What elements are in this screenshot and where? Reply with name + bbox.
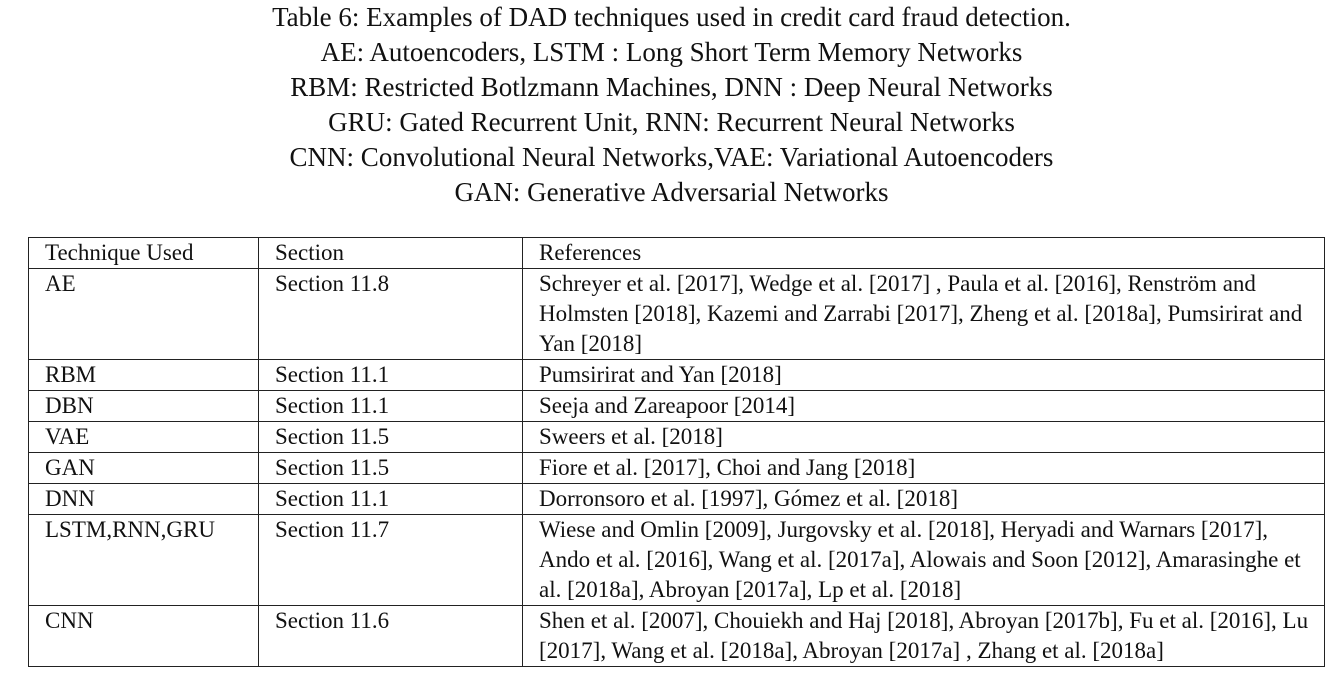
table-header: Technique Used Section References	[28, 237, 1325, 269]
caption-abbrev-line: GAN: Generative Adversarial Networks	[454, 177, 889, 207]
section-cell: Section 11.5	[258, 421, 523, 453]
technique-cell: GAN	[28, 452, 259, 484]
technique-cell: AE	[28, 268, 259, 360]
caption-abbrev-line: RBM: Restricted Botlzmann Machines, DNN …	[290, 72, 1053, 102]
section-cell: Section 11.1	[258, 359, 523, 391]
header-references: References	[522, 237, 1325, 269]
technique-cell: CNN	[28, 605, 259, 667]
section-cell: Section 11.8	[258, 268, 523, 360]
table-caption: Table 6: Examples of DAD techniques used…	[0, 0, 1343, 210]
header-technique: Technique Used	[28, 237, 259, 269]
technique-cell: DBN	[28, 390, 259, 422]
caption-title: Table 6: Examples of DAD techniques used…	[272, 2, 1071, 32]
references-cell: Shen et al. [2007], Chouiekh and Haj [20…	[522, 605, 1325, 667]
technique-cell: DNN	[28, 483, 259, 515]
table-row: DNN Section 11.1 Dorronsoro et al. [1997…	[28, 483, 1325, 515]
caption-abbrev-line: CNN: Convolutional Neural Networks,VAE: …	[289, 142, 1054, 172]
references-cell: Sweers et al. [2018]	[522, 421, 1325, 453]
references-cell: Dorronsoro et al. [1997], Gómez et al. […	[522, 483, 1325, 515]
table-body: AE Section 11.8 Schreyer et al. [2017], …	[28, 268, 1325, 667]
technique-cell: LSTM,RNN,GRU	[28, 514, 259, 606]
table-row: VAE Section 11.5 Sweers et al. [2018]	[28, 421, 1325, 453]
header-section: Section	[258, 237, 523, 269]
table-row: RBM Section 11.1 Pumsirirat and Yan [201…	[28, 359, 1325, 391]
caption-abbrev-line: GRU: Gated Recurrent Unit, RNN: Recurren…	[328, 107, 1015, 137]
caption-abbrev-line: AE: Autoencoders, LSTM : Long Short Term…	[320, 37, 1023, 67]
section-cell: Section 11.7	[258, 514, 523, 606]
header-row: Technique Used Section References	[28, 237, 1325, 269]
table-row: AE Section 11.8 Schreyer et al. [2017], …	[28, 268, 1325, 360]
section-cell: Section 11.1	[258, 390, 523, 422]
technique-cell: VAE	[28, 421, 259, 453]
section-cell: Section 11.6	[258, 605, 523, 667]
table-row: GAN Section 11.5 Fiore et al. [2017], Ch…	[28, 452, 1325, 484]
table-row: LSTM,RNN,GRU Section 11.7 Wiese and Omli…	[28, 514, 1325, 606]
references-cell: Seeja and Zareapoor [2014]	[522, 390, 1325, 422]
references-cell: Pumsirirat and Yan [2018]	[522, 359, 1325, 391]
techniques-table: Technique Used Section References AE Sec…	[28, 237, 1325, 667]
references-cell: Fiore et al. [2017], Choi and Jang [2018…	[522, 452, 1325, 484]
references-cell: Wiese and Omlin [2009], Jurgovsky et al.…	[522, 514, 1325, 606]
table-row: CNN Section 11.6 Shen et al. [2007], Cho…	[28, 605, 1325, 667]
section-cell: Section 11.1	[258, 483, 523, 515]
references-cell: Schreyer et al. [2017], Wedge et al. [20…	[522, 268, 1325, 360]
technique-cell: RBM	[28, 359, 259, 391]
table-row: DBN Section 11.1 Seeja and Zareapoor [20…	[28, 390, 1325, 422]
section-cell: Section 11.5	[258, 452, 523, 484]
